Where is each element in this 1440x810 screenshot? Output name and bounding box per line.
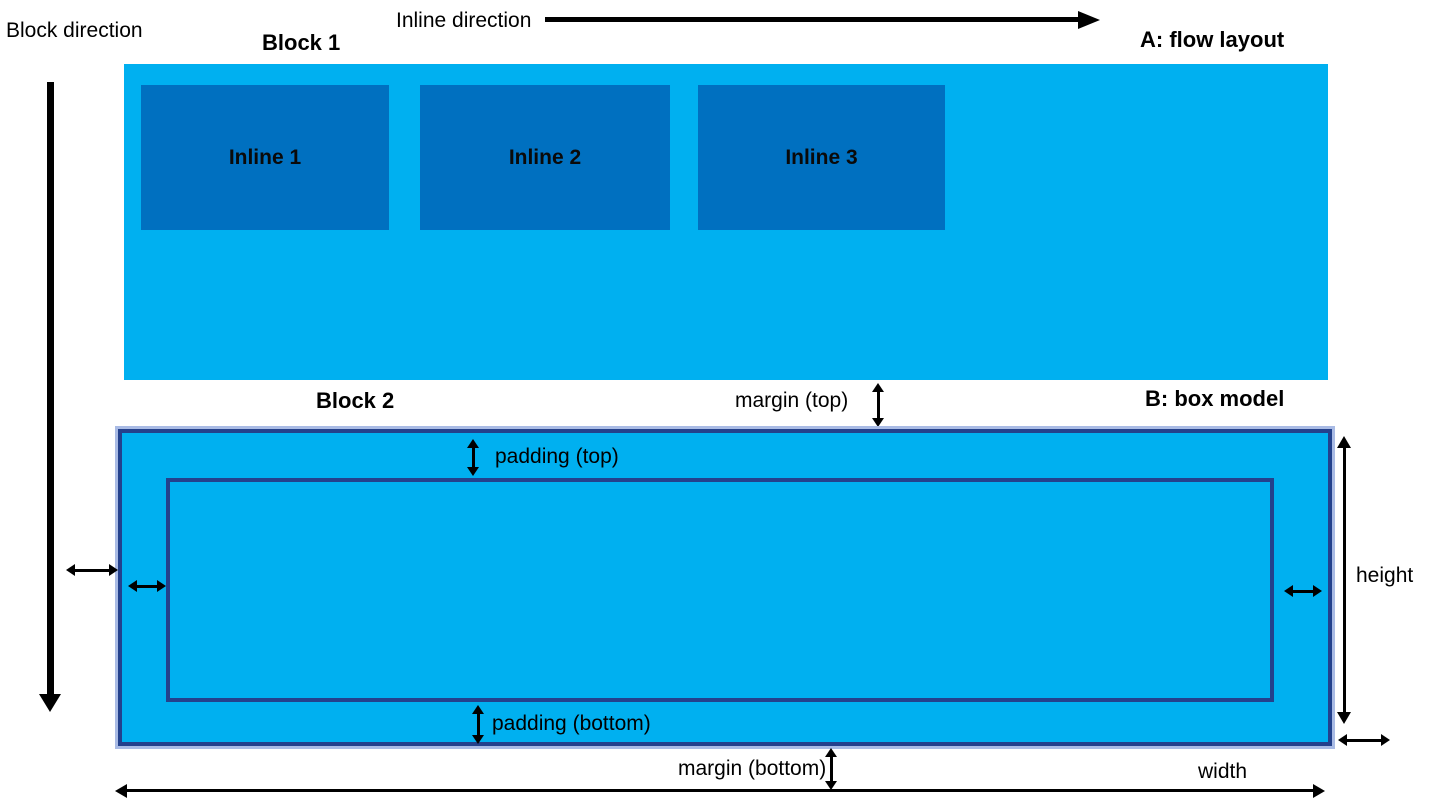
block1-label: Block 1: [262, 30, 341, 55]
padding-top-label: padding (top): [495, 445, 619, 468]
inline-box-1: Inline 1: [141, 85, 389, 230]
margin-right-arrow-icon: [1338, 733, 1390, 747]
margin-left-arrow-icon: [66, 563, 118, 577]
block1-container: Inline 1 Inline 2 Inline 3: [124, 64, 1328, 380]
height-label: height: [1356, 564, 1414, 587]
padding-left-arrow-icon: [128, 579, 166, 593]
margin-bottom-arrow-icon: [824, 748, 838, 790]
margin-top-label: margin (top): [735, 389, 849, 412]
section-a-title: A: flow layout: [1140, 27, 1285, 52]
padding-bottom-label: padding (bottom): [492, 712, 651, 735]
height-arrow-icon: [1336, 436, 1352, 724]
margin-top-arrow-icon: [871, 383, 885, 427]
block-direction-label: Block direction: [6, 19, 143, 42]
inline-direction-label: Inline direction: [396, 9, 532, 32]
inline-box-3: Inline 3: [698, 85, 945, 230]
inline-box-1-label: Inline 1: [228, 145, 302, 169]
margin-bottom-label: margin (bottom): [678, 757, 827, 780]
block2-content-box: [166, 478, 1274, 702]
padding-top-arrow-icon: [466, 439, 480, 476]
padding-bottom-arrow-icon: [471, 705, 485, 744]
width-label: width: [1198, 760, 1248, 783]
padding-right-arrow-icon: [1284, 584, 1322, 598]
width-arrow-icon: [115, 783, 1325, 798]
section-b-title: B: box model: [1145, 386, 1285, 411]
inline-direction-arrow-icon: [545, 11, 1100, 29]
inline-box-2-label: Inline 2: [508, 145, 582, 169]
inline-box-2: Inline 2: [420, 85, 670, 230]
inline-box-3-label: Inline 3: [785, 145, 858, 169]
block-direction-arrow-icon: [39, 82, 61, 712]
block2-label: Block 2: [316, 388, 395, 413]
